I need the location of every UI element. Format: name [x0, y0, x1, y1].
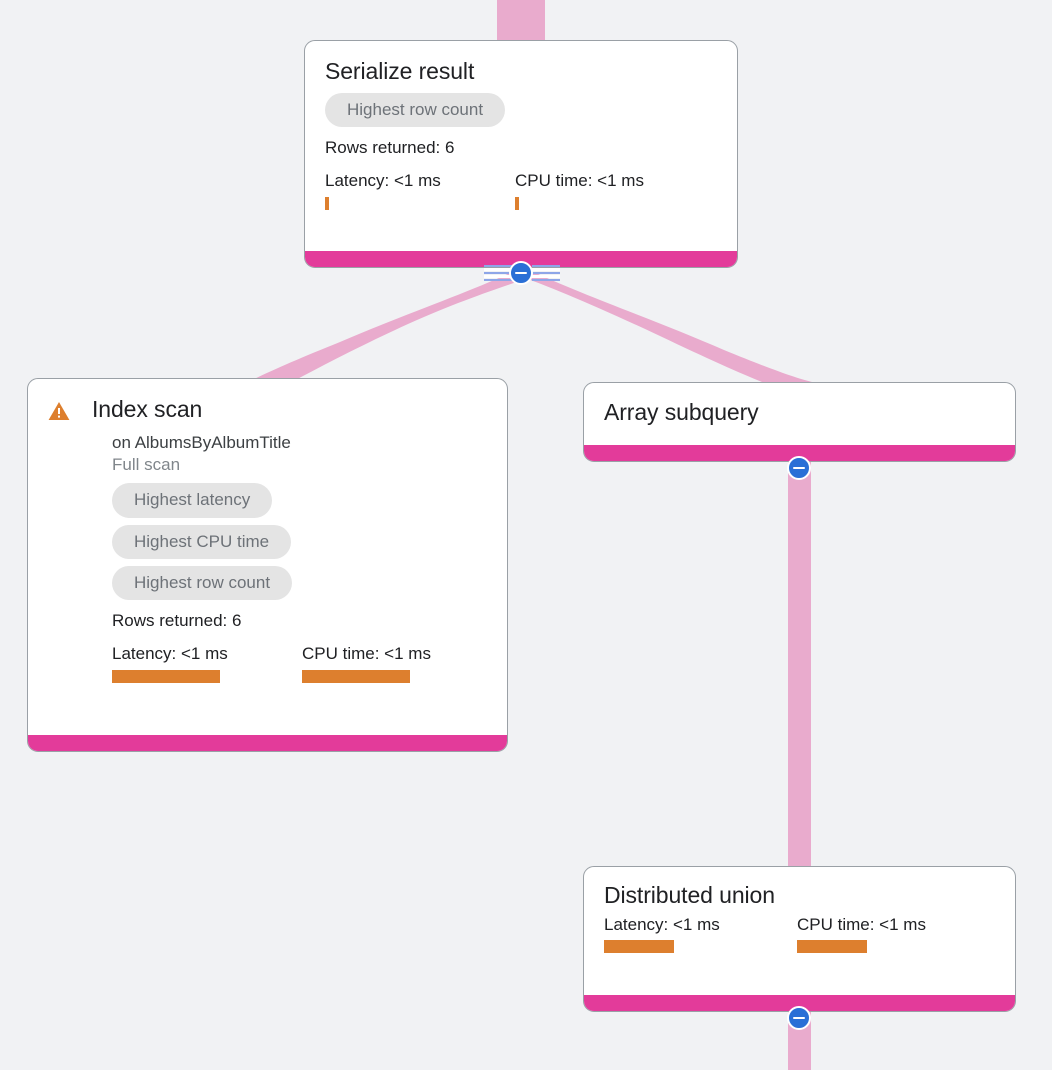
node-body: Serialize result Highest row count Rows …	[305, 41, 737, 251]
metric-cpu-time-label: CPU time: <1 ms	[302, 644, 431, 664]
node-serialize-result[interactable]: Serialize result Highest row count Rows …	[304, 40, 738, 268]
node-title: Serialize result	[325, 58, 475, 84]
metric-cpu-time: CPU time: <1 ms	[515, 171, 644, 210]
chip-highest-latency: Highest latency	[112, 483, 273, 518]
node-body: Array subquery	[584, 383, 1015, 445]
node-title: Distributed union	[604, 882, 775, 908]
metric-latency-bar	[112, 670, 220, 684]
node-accent-bar	[305, 251, 737, 267]
node-metrics: Latency: <1 ms CPU time: <1 ms	[112, 644, 487, 684]
node-title: Index scan	[92, 396, 203, 422]
rows-returned: Rows returned: 6	[112, 611, 242, 631]
collapse-toggle-distributed-union[interactable]	[787, 1006, 811, 1030]
chip-highest-cpu-time: Highest CPU time	[112, 524, 292, 560]
node-header: Array subquery	[604, 399, 995, 426]
node-subtitle: on AlbumsByAlbumTitle	[112, 432, 291, 452]
metric-latency: Latency: <1 ms	[604, 914, 797, 954]
node-title: Array subquery	[604, 399, 759, 425]
edge-serialize-to-index-scan	[248, 272, 534, 382]
metric-latency-label: Latency: <1 ms	[112, 644, 228, 664]
chip-highest-row-count: Highest row count	[325, 92, 506, 128]
rail-line	[532, 279, 560, 281]
metric-latency-bar	[325, 196, 329, 210]
metric-latency-label: Latency: <1 ms	[604, 914, 720, 934]
collapse-toggle-serialize-result[interactable]	[509, 261, 533, 285]
edge-array-subquery-to-distributed-union	[788, 462, 811, 868]
metric-cpu-time: CPU time: <1 ms	[797, 914, 926, 954]
node-header: Serialize result	[325, 58, 717, 85]
node-accent-bar	[28, 735, 507, 751]
rail-line	[532, 275, 560, 278]
edge-into-serialize-result	[497, 0, 545, 40]
node-chips: Highest row count	[325, 92, 717, 134]
chip-highest-row-count: Highest row count	[112, 566, 293, 601]
metric-latency-label: Latency: <1 ms	[325, 171, 441, 191]
node-body: Distributed union Latency: <1 ms CPU tim…	[584, 867, 1015, 995]
metric-cpu-time-bar	[797, 940, 867, 954]
node-accent-bar	[584, 445, 1015, 461]
node-header: Distributed union	[604, 882, 995, 909]
node-metrics: Latency: <1 ms CPU time: <1 ms	[604, 914, 995, 954]
collapse-toggle-array-subquery[interactable]	[787, 456, 811, 480]
node-header: Index scan	[48, 396, 487, 423]
metric-cpu-time-label: CPU time: <1 ms	[515, 171, 644, 191]
metric-cpu-time-bar	[515, 196, 519, 210]
node-body: Index scan on AlbumsByAlbumTitle Full sc…	[28, 379, 507, 735]
node-distributed-union[interactable]: Distributed union Latency: <1 ms CPU tim…	[583, 866, 1016, 1012]
rows-returned: Rows returned: 6	[325, 138, 455, 158]
metric-cpu-time-bar	[302, 670, 410, 684]
rail-line	[484, 275, 512, 278]
node-chips: Highest latency Highest CPU time Highest…	[112, 483, 487, 607]
node-index-scan[interactable]: Index scan on AlbumsByAlbumTitle Full sc…	[27, 378, 508, 752]
rail-line	[484, 279, 512, 281]
node-array-subquery[interactable]: Array subquery	[583, 382, 1016, 462]
metric-cpu-time-label: CPU time: <1 ms	[797, 914, 926, 934]
edge-serialize-to-array-subquery	[522, 272, 812, 382]
node-subtitle-scan-type: Full scan	[112, 455, 181, 474]
rail-line	[532, 268, 560, 271]
node-metrics: Latency: <1 ms CPU time: <1 ms	[325, 171, 717, 210]
warning-triangle-icon	[48, 402, 70, 420]
rail-line	[484, 268, 512, 271]
metric-latency: Latency: <1 ms	[112, 644, 302, 684]
node-accent-bar	[584, 995, 1015, 1011]
metric-latency: Latency: <1 ms	[325, 171, 515, 210]
rail-line	[532, 272, 560, 274]
metric-latency-bar	[604, 940, 674, 954]
metric-cpu-time: CPU time: <1 ms	[302, 644, 431, 684]
rail-line	[484, 272, 512, 274]
